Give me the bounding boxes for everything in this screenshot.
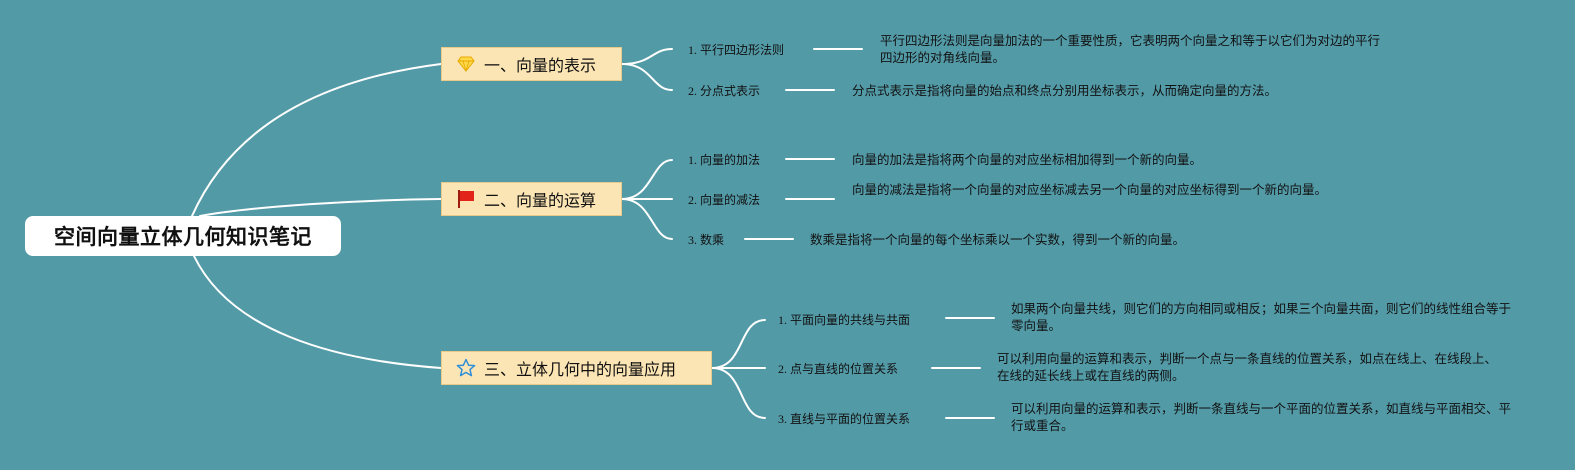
branch-node-vector-representation[interactable]: 一、向量的表示 — [441, 47, 622, 81]
sub-item-description: 数乘是指将一个向量的每个坐标乘以一个实数，得到一个新的向量。 — [810, 232, 1186, 247]
sub-item-point-line-relation[interactable]: 2.点与直线的位置关系 — [778, 362, 899, 376]
branch-label: 二、向量的运算 — [484, 191, 597, 210]
branch-node-vector-applications[interactable]: 三、立体几何中的向量应用 — [441, 351, 712, 385]
sub-item-description: 向量的减法是指将一个向量的对应坐标减去另一个向量的对应坐标得到一个新的向量。 — [852, 182, 1328, 197]
sub-item-parallelogram-rule[interactable]: 1.平行四边形法则 — [688, 43, 785, 57]
sub-item-section-formula[interactable]: 2.分点式表示 — [688, 84, 761, 98]
sub-item-collinear-coplanar[interactable]: 1.平面向量的共线与共面 — [778, 313, 911, 327]
gem-icon — [456, 54, 476, 74]
sub-item-scalar-multiplication[interactable]: 3.数乘 — [688, 233, 725, 247]
root-node-title[interactable]: 空间向量立体几何知识笔记 — [25, 216, 341, 256]
branch-node-vector-operations[interactable]: 二、向量的运算 — [441, 182, 622, 216]
sub-item-description: 可以利用向量的运算和表示，判断一个点与一条直线的位置关系，如点在线上、在线段上、… — [997, 351, 1498, 383]
red-flag-icon — [456, 189, 476, 209]
branch-label: 三、立体几何中的向量应用 — [484, 360, 677, 379]
sub-item-vector-subtraction[interactable]: 2.向量的减法 — [688, 193, 761, 207]
branch-label: 一、向量的表示 — [484, 56, 597, 75]
star-outline-icon — [456, 358, 476, 378]
sub-item-line-plane-relation[interactable]: 3.直线与平面的位置关系 — [778, 412, 911, 426]
sub-item-description: 如果两个向量共线，则它们的方向相同或相反；如果三个向量共面，则它们的线性组合等于… — [1011, 301, 1512, 333]
sub-item-description: 向量的加法是指将两个向量的对应坐标相加得到一个新的向量。 — [852, 152, 1203, 167]
sub-item-description: 可以利用向量的运算和表示，判断一条直线与一个平面的位置关系，如直线与平面相交、平… — [1011, 401, 1512, 433]
sub-item-description: 分点式表示是指将向量的始点和终点分别用坐标表示，从而确定向量的方法。 — [852, 83, 1278, 98]
sub-item-vector-addition[interactable]: 1.向量的加法 — [688, 153, 761, 167]
sub-item-description: 平行四边形法则是向量加法的一个重要性质，它表明两个向量之和等于以它们为对边的平行… — [880, 33, 1381, 65]
